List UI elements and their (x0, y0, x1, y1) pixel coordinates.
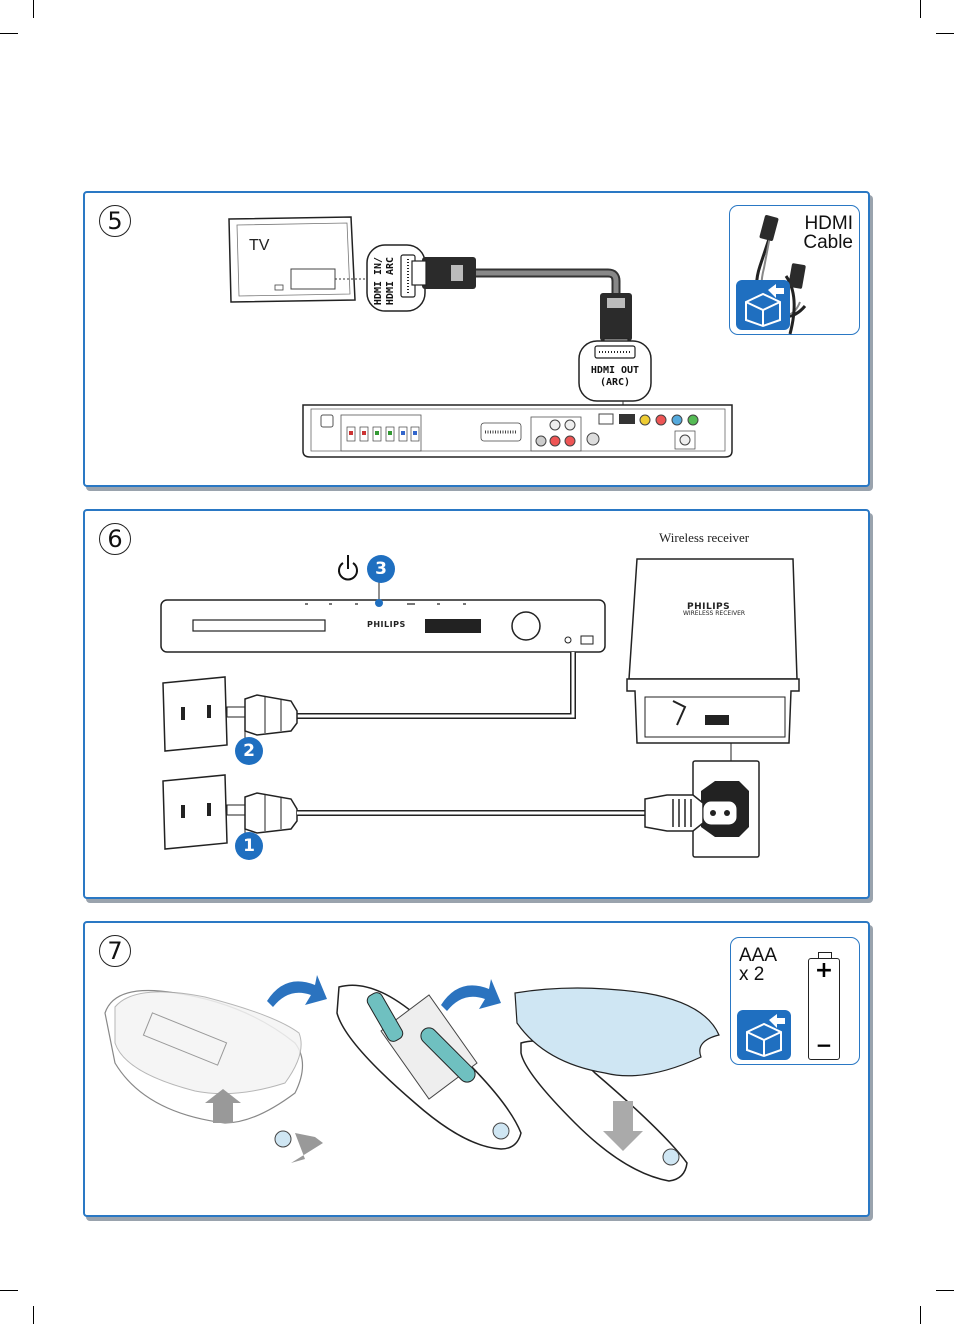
battery-line-2: x 2 (739, 964, 765, 985)
hdmi-accessory-line-1: HDMI (804, 213, 853, 234)
hdmi-out-line-1: HDMI OUT (590, 365, 640, 376)
hdmi-cable-icon (755, 215, 807, 335)
battery-line-1: AAA (739, 945, 778, 966)
step-7-panel: 7 AAA x 2 (83, 921, 870, 1217)
battery-icon: + − (808, 952, 840, 1060)
hdmi-in-line-2: HDMI ARC (385, 256, 396, 306)
hdmi-out-line-2: (ARC) (599, 377, 631, 388)
battery-accessory-title: AAA x 2 (739, 946, 777, 984)
step-number: 6 (99, 523, 131, 555)
step-6-panel: 6 Wireless receiver (83, 509, 870, 899)
hdmi-cable-accessory-box: HDMI Cable (729, 205, 860, 335)
hdmi-accessory-title: HDMI Cable (803, 214, 853, 252)
wireless-receiver-label: Wireless receiver (659, 530, 750, 545)
box-icon (737, 1010, 791, 1060)
step-badge-1: 1 (235, 832, 263, 860)
box-icon (736, 280, 790, 330)
step-badge-2: 2 (235, 737, 263, 765)
crop-mark (33, 0, 34, 18)
crop-mark (920, 0, 921, 18)
crop-mark (0, 33, 18, 34)
hdmi-in-line-1: HDMI IN/ (373, 256, 384, 306)
battery-installation-diagram (104, 975, 720, 1182)
step-badge-3: 3 (367, 555, 395, 583)
receiver-sub: WIRELESS RECEIVER (683, 610, 745, 617)
step-number: 7 (99, 935, 131, 967)
power-icon (338, 555, 358, 581)
crop-mark (920, 1306, 921, 1324)
step-number: 5 (99, 205, 131, 237)
hdmi-accessory-line-2: Cable (803, 232, 853, 253)
hdmi-out-label: HDMI OUT (ARC) (579, 365, 651, 389)
crop-mark (0, 1290, 18, 1291)
power-connection-diagram: WIRELESS RECEIVER (160, 555, 800, 858)
player-brand: PHILIPS (367, 620, 406, 629)
crop-mark (936, 33, 954, 34)
step-5-panel: 5 (83, 191, 870, 487)
crop-mark (33, 1306, 34, 1324)
tv-label: TV (249, 237, 270, 254)
crop-mark (936, 1290, 954, 1291)
battery-accessory-box: AAA x 2 + − (730, 937, 860, 1065)
battery-plus: + (814, 958, 834, 983)
receiver-brand: PHILIPS (687, 602, 731, 612)
battery-minus: − (815, 1033, 833, 1057)
hdmi-connection-diagram (228, 216, 733, 458)
hdmi-in-label: HDMI IN/ HDMI ARC (373, 241, 397, 321)
